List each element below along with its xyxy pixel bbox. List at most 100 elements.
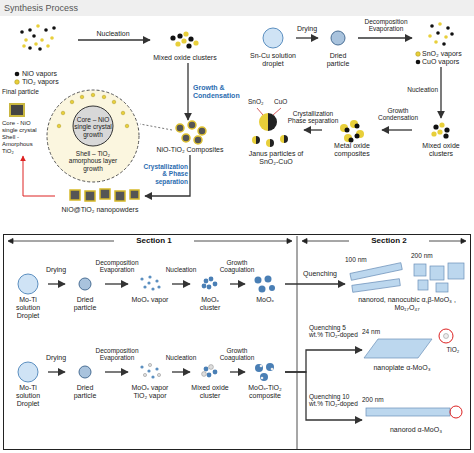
process-arrow [48, 371, 65, 372]
step-label: Drying [40, 354, 72, 362]
stage-node: MoOₓ vapor [128, 274, 172, 305]
node-text: Janus particles of SnO₂-CuO [248, 150, 304, 166]
node-text: Final particle [2, 88, 44, 95]
cluster [202, 365, 218, 378]
process-arrow [285, 350, 362, 372]
step-label: Nucleation [88, 30, 138, 38]
stage-node: 24 nm TiO₂ nanoplate α-MoO₃ [362, 328, 470, 373]
stage-node: SnO₂CuOJanus particles of SnO₂-CuO [248, 98, 304, 167]
node-text: TiO₂ [436, 346, 470, 353]
node-text: MoOₓ vapor [128, 296, 172, 304]
stage-node: Mixed oxide cluster [190, 362, 230, 401]
page-title: Synthesis Process [0, 0, 474, 16]
node-text: SnO₂ vapors [422, 50, 470, 58]
node-text: MoOₓ-TiO₂ composite [245, 384, 285, 400]
nanorod-image [366, 408, 450, 416]
nio-dot [15, 72, 20, 77]
stage-node: Dried particle [65, 274, 105, 313]
cuo-dot [416, 60, 421, 65]
stage-node: 100 nm 200 nm nanorod, nanocubic α,β-MoO₃ … [345, 252, 469, 313]
dried-particle [331, 31, 345, 45]
node-text: 200 nm [411, 252, 441, 259]
droplet [18, 274, 38, 294]
node-text: Shell - Amorphous TiO₂ [2, 134, 44, 155]
node-text: CuO vapors [422, 58, 470, 66]
node-text: CuO [274, 98, 294, 105]
process-arrow [440, 67, 441, 118]
droplet [18, 362, 38, 382]
particles [255, 276, 276, 293]
step-label: Quenching 10 wt.% TiO₂-doped [309, 393, 361, 408]
step-label: Drying [292, 25, 322, 33]
vapor [140, 363, 160, 378]
node-text: Sn-Cu solution droplet [250, 52, 296, 68]
stage-node: Mixed oxide clusters [150, 22, 220, 63]
process-arrow [285, 372, 362, 420]
stage-node: Final particleCore - NiO single crystalS… [2, 88, 44, 156]
stage-node: NiO-TiO₂ Composites [150, 120, 230, 155]
node-text: 100 nm [345, 256, 373, 263]
node-text: Dried particle [318, 52, 358, 68]
node-text: Dried particle [65, 384, 105, 400]
vapor-cloud [428, 22, 454, 46]
process-arrow [230, 371, 245, 372]
tio2-circle [450, 406, 462, 418]
process-arrow [78, 39, 150, 40]
step-label: Quenching [298, 270, 342, 278]
node-text: nanorod, nanocubic α,β-MoO₃ , Mo₁₇O₄₇ [345, 296, 469, 312]
node-text: Core – NiO single crystal growth [68, 116, 118, 138]
process-arrow [172, 283, 190, 284]
stage-node: NiO vaporsTiO₂ vapors [8, 20, 78, 87]
node-text: Metal oxide composites [322, 142, 382, 158]
node-text: Mixed oxide clusters [150, 54, 220, 62]
tio2-dot [15, 80, 20, 85]
stage-node: Dried particle [318, 26, 358, 69]
tio2-particle [444, 334, 449, 339]
step-label: Nucleation [400, 86, 438, 93]
shell-circle [47, 90, 139, 182]
droplet [263, 28, 283, 48]
composite [176, 121, 206, 144]
process-arrow [304, 129, 322, 130]
node-text: Section 2 [349, 236, 429, 245]
process-arrow [296, 37, 318, 38]
composite [340, 120, 364, 143]
step-label: Drying [40, 266, 72, 274]
node-text: NiO-TiO₂ Composites [150, 146, 230, 154]
janus-particle [252, 108, 288, 147]
stage-node: MoOₓ-TiO₂ composite [245, 362, 285, 401]
tio2-circle [439, 329, 453, 343]
node-text: Mixed oxide cluster [190, 384, 230, 400]
vapor [140, 275, 160, 290]
node-text: Dried particle [65, 296, 105, 312]
nanopowder [70, 189, 139, 201]
process-arrow [48, 283, 65, 284]
step-label: Decomposition Evaporation [95, 259, 139, 274]
node-text: Shell – TiO₂ amorphous layer growth [60, 150, 126, 172]
node-text: Mo-Ti solution Droplet [8, 296, 48, 320]
process-arrow [285, 283, 345, 284]
stage-node: Dried particle [65, 362, 105, 401]
step-label: Crystallization & Phase separation [141, 163, 188, 185]
section-divider [297, 236, 298, 449]
stage-node: Mixed oxide clusters [412, 118, 470, 159]
node-text: MoOₓ [245, 296, 285, 304]
composite [255, 363, 274, 381]
node-text: nanoplate α-MoO₃ [362, 364, 442, 372]
node-text: Core - NiO single crystal [2, 120, 44, 134]
node-text: Section 1 [114, 236, 194, 245]
cluster [431, 122, 449, 138]
step-label: Decomposition Evaporation [360, 18, 412, 33]
stage-node: SnO₂ vaporsCuO vapors [412, 20, 470, 67]
step-label: Growth Coagulation [217, 347, 257, 362]
stage-node: Sn-Cu solution droplet [250, 26, 296, 69]
node-text: NiO@TiO₂ nanopowders [55, 206, 145, 214]
process-arrow [172, 371, 190, 372]
process-arrow [382, 129, 412, 130]
stage-node: MoOₓ vaporTiO₂ vapor [128, 362, 172, 401]
sno2-dot [416, 52, 421, 57]
node-text: 24 nm [362, 328, 388, 335]
vapor-cloud [20, 24, 56, 51]
